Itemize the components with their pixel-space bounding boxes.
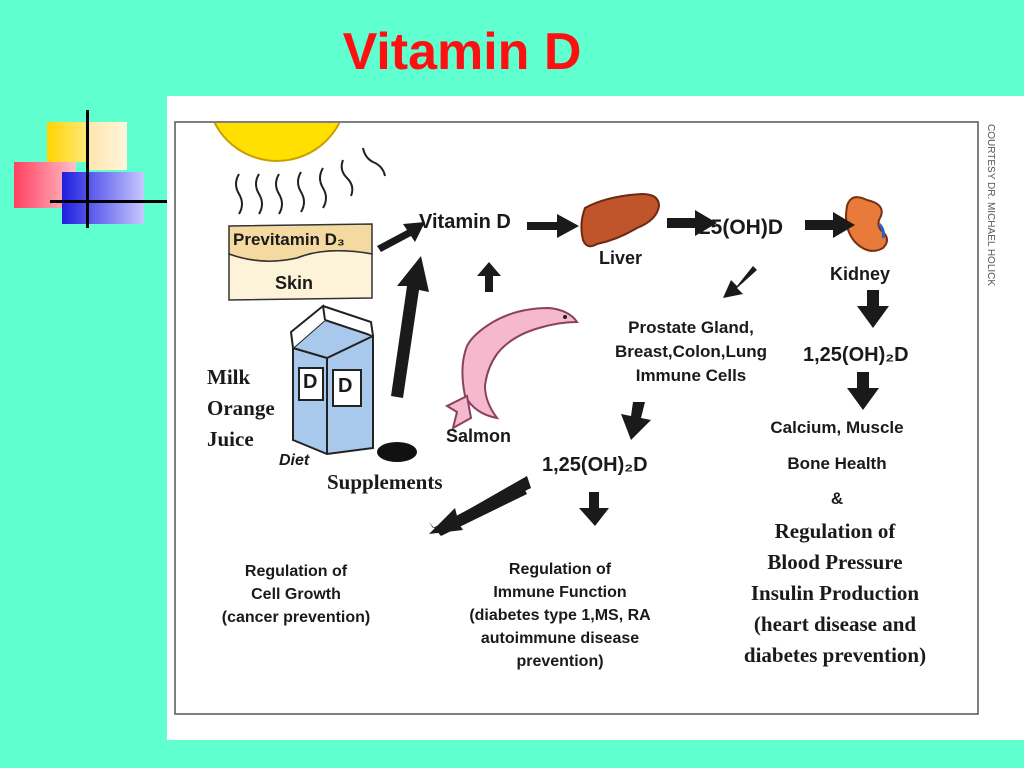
vitamin-d-label: Vitamin D — [419, 211, 511, 233]
metabolite-125-kidney-label: 1,25(OH)₂D — [803, 344, 909, 366]
regulation-heart-line: Insulin Production — [750, 581, 920, 605]
salmon-label: Salmon — [446, 426, 512, 446]
diet-source-line: Juice — [207, 427, 254, 451]
regulation-immune-line: Immune Function — [493, 584, 627, 601]
tissues-block: Prostate Gland, Breast,Colon,Lung Immune… — [591, 316, 791, 388]
liver-icon — [580, 192, 661, 248]
salmon-icon — [461, 306, 579, 420]
kidney-label: Kidney — [830, 264, 891, 284]
slide-title: Vitamin D — [0, 22, 1024, 82]
regulation-growth-block: Regulation of Cell Growth (cancer preven… — [203, 560, 389, 629]
skin-block — [228, 223, 373, 301]
regulation-heart-line: diabetes prevention) — [743, 643, 927, 667]
liver-label: Liver — [599, 248, 643, 268]
regulation-immune-line: autoimmune disease — [480, 630, 640, 647]
tissue-line: Immune Cells — [635, 366, 747, 385]
metabolite-125-local-label: 1,25(OH)₂D — [542, 454, 648, 476]
diagram-frame — [174, 121, 979, 715]
blue-square — [62, 172, 144, 224]
regulation-immune-line: (diabetes type 1,MS, RA — [469, 607, 651, 624]
regulation-heart-line: Blood Pressure — [767, 550, 903, 574]
decorative-squares — [0, 100, 170, 240]
carton-letter: D — [338, 375, 353, 397]
vertical-line — [86, 110, 89, 228]
tissue-line: Prostate Gland, — [628, 318, 754, 337]
horizontal-line — [50, 200, 168, 203]
slide-title-text: Vitamin D — [342, 23, 582, 81]
arrows — [377, 210, 889, 536]
regulation-immune-line: Regulation of — [508, 561, 612, 578]
bone-health-label: Bone Health — [787, 454, 887, 473]
sun-icon — [213, 123, 386, 215]
tissue-line: Breast,Colon,Lung — [614, 342, 768, 361]
diagram-panel: COURTESY DR. MICHAEL HOLICK Previtamin D… — [167, 96, 1024, 740]
regulation-growth-line: Regulation of — [244, 563, 348, 580]
diet-sources-block: Milk Orange Juice — [207, 362, 275, 455]
ampersand-label: & — [830, 489, 844, 508]
regulation-immune-block: Regulation of Immune Function (diabetes … — [437, 558, 683, 673]
calcium-muscle-label: Calcium, Muscle — [770, 418, 904, 437]
credit-text: COURTESY DR. MICHAEL HOLICK — [985, 124, 996, 287]
milk-carton-icon — [289, 304, 374, 456]
kidney-icon — [845, 196, 888, 252]
diagram-graphics — [174, 121, 979, 715]
regulation-heart-line: (heart disease and — [753, 612, 917, 636]
supplements-label: Supplements — [327, 470, 443, 494]
previtamin-label: Previtamin D₃ — [233, 230, 345, 249]
yellow-square — [47, 122, 89, 162]
diet-source-line: Milk — [207, 365, 251, 389]
supplement-pill-icon — [377, 442, 417, 462]
diet-label: Diet — [279, 452, 310, 469]
regulation-heart-block: Regulation of Blood Pressure Insulin Pro… — [715, 516, 955, 671]
diet-source-line: Orange — [207, 396, 275, 420]
skin-label: Skin — [275, 273, 314, 293]
regulation-growth-line: Cell Growth — [251, 586, 341, 603]
regulation-heart-line: Regulation of — [774, 519, 896, 543]
peach-square — [89, 122, 127, 170]
regulation-growth-line: (cancer prevention) — [221, 609, 371, 626]
regulation-immune-line: prevention) — [516, 653, 604, 670]
metabolite-25-label: 25(OH)D — [699, 216, 784, 239]
carton-letter: D — [303, 371, 318, 393]
